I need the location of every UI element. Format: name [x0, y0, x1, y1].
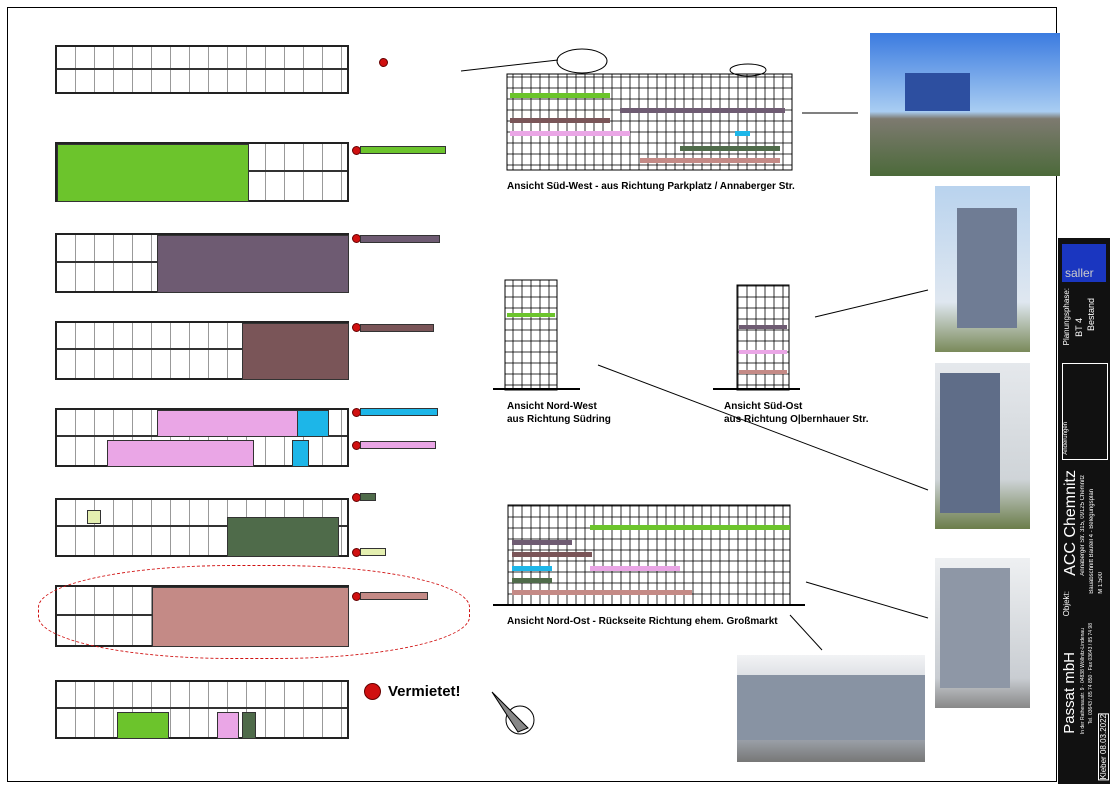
caption-no: Ansicht Nord-Ost - Rückseite Richtung eh… [507, 616, 778, 627]
object-name: ACC Chemnitz [1062, 470, 1079, 576]
rented-dot [379, 58, 388, 67]
tenant-bar-cyan [360, 408, 438, 416]
floor-plan-5 [55, 408, 349, 467]
caption-nw-line2: aus Richtung Südring [507, 414, 611, 425]
photo-northeast-1 [935, 558, 1030, 708]
date: 08.03.2022 [1099, 713, 1108, 754]
object-address: Annaberger Str. 315, 09125 Chemnitz [1080, 475, 1086, 576]
photo-west [935, 186, 1030, 352]
north-arrow-icon [491, 691, 535, 735]
photo-northwest [935, 363, 1030, 529]
caption-so: Ansicht Süd-Ost aus Richtung O|bernhauer … [724, 400, 869, 426]
tenant-bar-mauve [360, 235, 440, 243]
phase: BT 4 [1074, 318, 1084, 337]
sheet-frame [7, 7, 1057, 782]
phase-block: Planungsphase: [1062, 288, 1071, 345]
logo-text: saller [1065, 266, 1094, 280]
legend-rented-dot [364, 683, 381, 700]
tenant-bar-darkgreen [360, 493, 376, 501]
company-phone: Tel. 03643 / 85 74 850 · Fax 03643 / 85 … [1088, 622, 1094, 724]
tenant-bar-green [360, 146, 446, 154]
tenant-bar-paleyellow [360, 548, 386, 556]
floor-plan-1 [55, 45, 349, 94]
company-name: Passat mbH [1061, 652, 1078, 734]
photo-southwest [870, 33, 1060, 176]
floor-plan-3 [55, 233, 349, 293]
floor-plan-4 [55, 321, 349, 380]
scale: M 1:500 [1098, 572, 1104, 594]
floor-plan-ground [55, 680, 349, 739]
tenant-bar-pink [360, 441, 436, 449]
title-block: saller Planungsphase: BT 4 Bestand Änder… [1058, 238, 1110, 784]
caption-so-line1: Ansicht Süd-Ost [724, 401, 803, 412]
object-label: Objekt: [1062, 590, 1071, 616]
caption-nw: Ansicht Nord-West aus Richtung Südring [507, 400, 611, 426]
highlight-outline [38, 565, 470, 659]
legend-rented-label: Vermietet! [388, 683, 461, 700]
date-box: Kleber 08.03.2022 [1098, 712, 1109, 780]
drawn-by: Kleber [1099, 755, 1108, 779]
status: Bestand [1086, 298, 1096, 332]
company-address: In der Rathenaustr. 9 · 04838 Wöllnitz-L… [1080, 627, 1086, 734]
plan-description: Bauabschnitt Bauteil 4 - Belegungsplan [1089, 489, 1095, 594]
phase-label: Planungsphase: [1062, 288, 1071, 346]
caption-sw: Ansicht Süd-West - aus Richtung Parkplat… [507, 181, 795, 192]
caption-nw-line1: Ansicht Nord-West [507, 401, 597, 412]
floor-plan-2 [55, 142, 349, 202]
tenant-bar-brown [360, 324, 434, 332]
changes-box: Änderungen [1062, 363, 1108, 460]
caption-so-line2: aus Richtung O|bernhauer Str. [724, 414, 869, 425]
photo-northeast-2 [737, 655, 925, 762]
tenant-bar-rose [360, 592, 428, 600]
changes-label: Änderungen [1063, 422, 1069, 455]
saller-logo: saller [1062, 244, 1106, 282]
floor-plan-6 [55, 498, 349, 557]
